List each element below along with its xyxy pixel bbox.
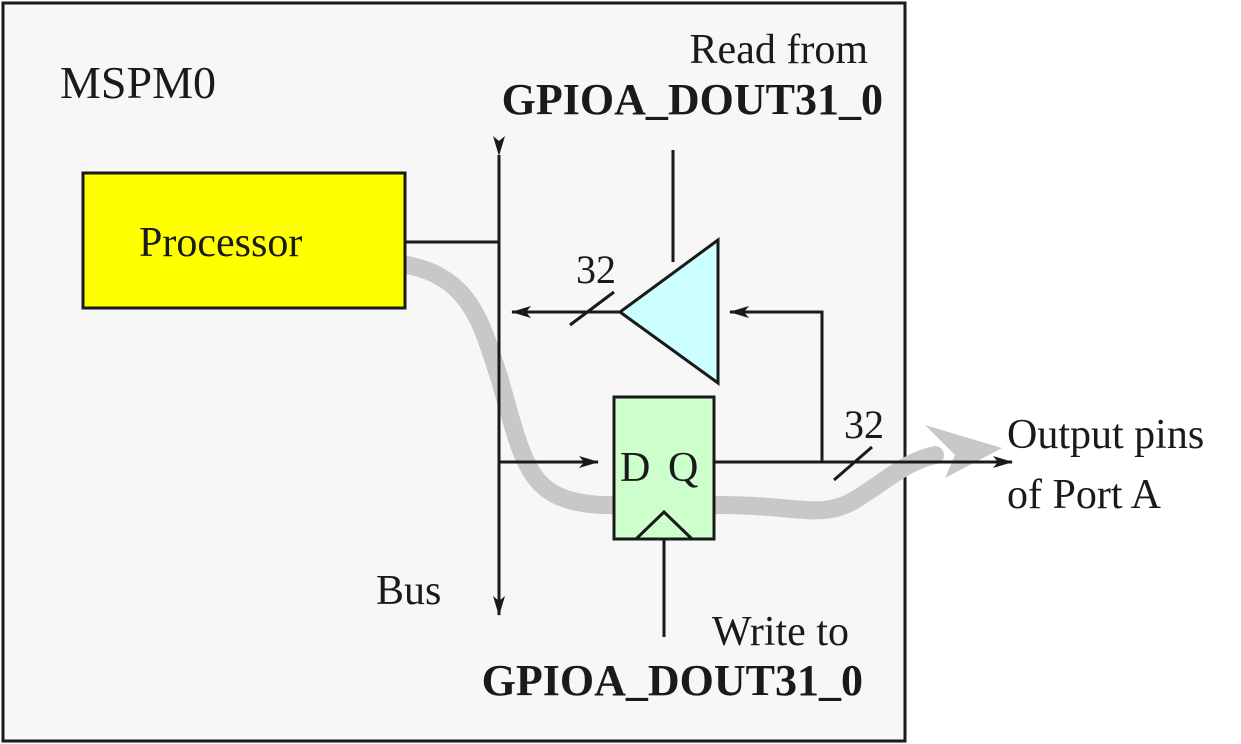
data-path-arrowhead — [925, 425, 1002, 478]
processor-box — [81, 171, 407, 310]
output-label-line1: Output pins — [1007, 412, 1204, 458]
processor-label: Processor — [139, 220, 302, 266]
bus-width-label-buffer: 32 — [576, 247, 616, 292]
flipflop-d-label: D — [620, 445, 650, 491]
write-label-line1: Write to — [712, 609, 849, 655]
bus-label: Bus — [376, 568, 441, 614]
write-register-name: GPIOA_DOUT31_0 — [482, 656, 863, 705]
feedback-line — [729, 306, 824, 462]
mspm0-chip-box — [1, 1, 907, 743]
read-label-line1: Read from — [690, 27, 869, 73]
data-path-highlight — [363, 253, 944, 520]
chip-label: MSPM0 — [60, 57, 216, 108]
read-register-name: GPIOA_DOUT31_0 — [502, 75, 883, 124]
flipflop-q-label: Q — [668, 445, 698, 491]
bus-width-slash-output — [833, 445, 873, 482]
output-label-line2: of Port A — [1007, 472, 1162, 518]
bus-width-label-output: 32 — [844, 402, 884, 447]
clock-triangle — [634, 509, 694, 541]
bus-width-slash-buffer — [569, 290, 615, 327]
tristate-buffer — [617, 237, 720, 386]
dflipflop-box — [612, 395, 716, 541]
